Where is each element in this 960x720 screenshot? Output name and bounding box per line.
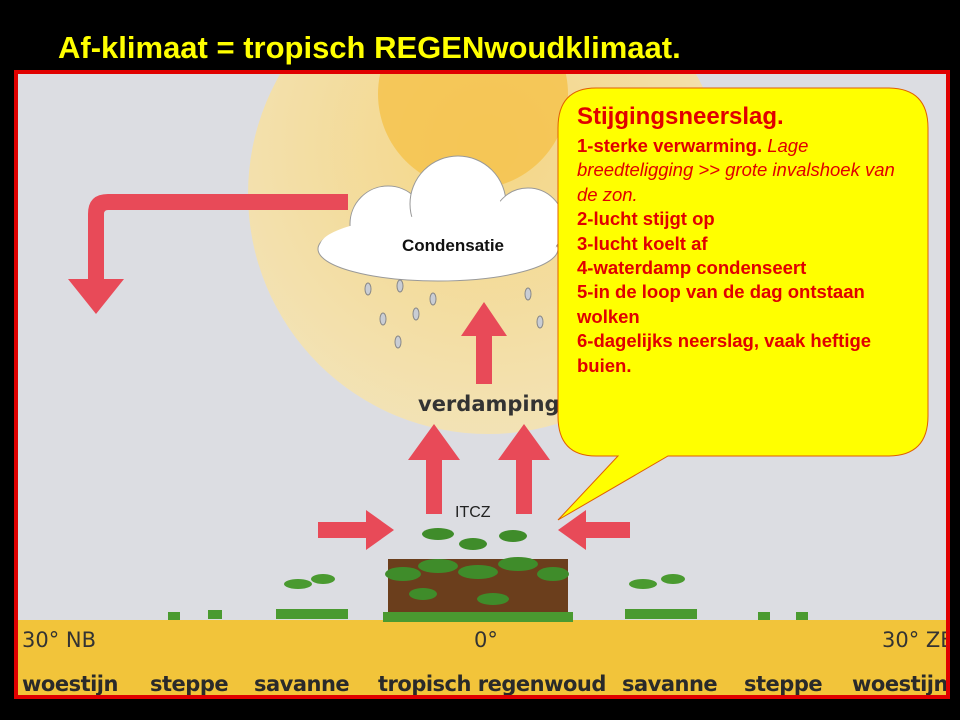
air-flow-arrows	[68, 194, 630, 550]
zone-label: tropisch regenwoud	[378, 672, 606, 696]
rising-arrow	[408, 424, 460, 514]
step-1: 1-sterke verwarming.	[577, 135, 763, 156]
rising-arrow	[498, 424, 550, 514]
rainforest-trees-icon	[383, 528, 573, 622]
raindrops-icon	[364, 279, 544, 349]
itcz-label: ITCZ	[455, 504, 491, 521]
zone-label: savanne	[254, 672, 350, 696]
cloud-icon	[317, 155, 565, 282]
step-5: 5-in de loop van de dag ontstaan wolken	[577, 281, 865, 327]
callout-heading: Stijgingsneerslag.	[577, 103, 784, 130]
zone-label: steppe	[744, 672, 823, 696]
converging-arrow-left	[318, 510, 394, 550]
callout-text: Stijgingsneerslag. 1-sterke verwarming. …	[563, 90, 931, 390]
zone-label: steppe	[150, 672, 229, 696]
converging-arrow-right	[558, 510, 630, 550]
step-6: 6-dagelijks neerslag, vaak heftige buien…	[577, 330, 872, 376]
evaporation-label: verdamping	[418, 392, 560, 416]
step-1-explanation: Lage breedteligging >> grote invalshoek …	[577, 135, 895, 205]
step-2: 2-lucht stijgt op	[577, 208, 715, 230]
zone-label: woestijn	[22, 672, 118, 696]
diagram-frame: Condensatie verdamping ITCZ 30° NB 0° 30…	[14, 70, 950, 699]
zone-label: woestijn	[852, 672, 948, 696]
latitude-label: 30° ZB	[882, 628, 950, 652]
condensation-label: Condensatie	[402, 236, 505, 255]
savanna-trees-icon	[168, 574, 808, 620]
rising-arrow	[461, 302, 507, 384]
ground	[18, 620, 946, 695]
zone-label: savanne	[622, 672, 718, 696]
step-4: 4-waterdamp condenseert	[577, 257, 807, 279]
slide-title: Af-klimaat = tropisch REGENwoudklimaat.	[58, 30, 681, 65]
descending-arrow	[68, 194, 348, 314]
latitude-label: 0°	[474, 628, 498, 652]
latitude-label: 30° NB	[22, 628, 97, 652]
sun-icon	[378, 74, 568, 189]
step-3: 3-lucht koelt af	[577, 232, 708, 254]
